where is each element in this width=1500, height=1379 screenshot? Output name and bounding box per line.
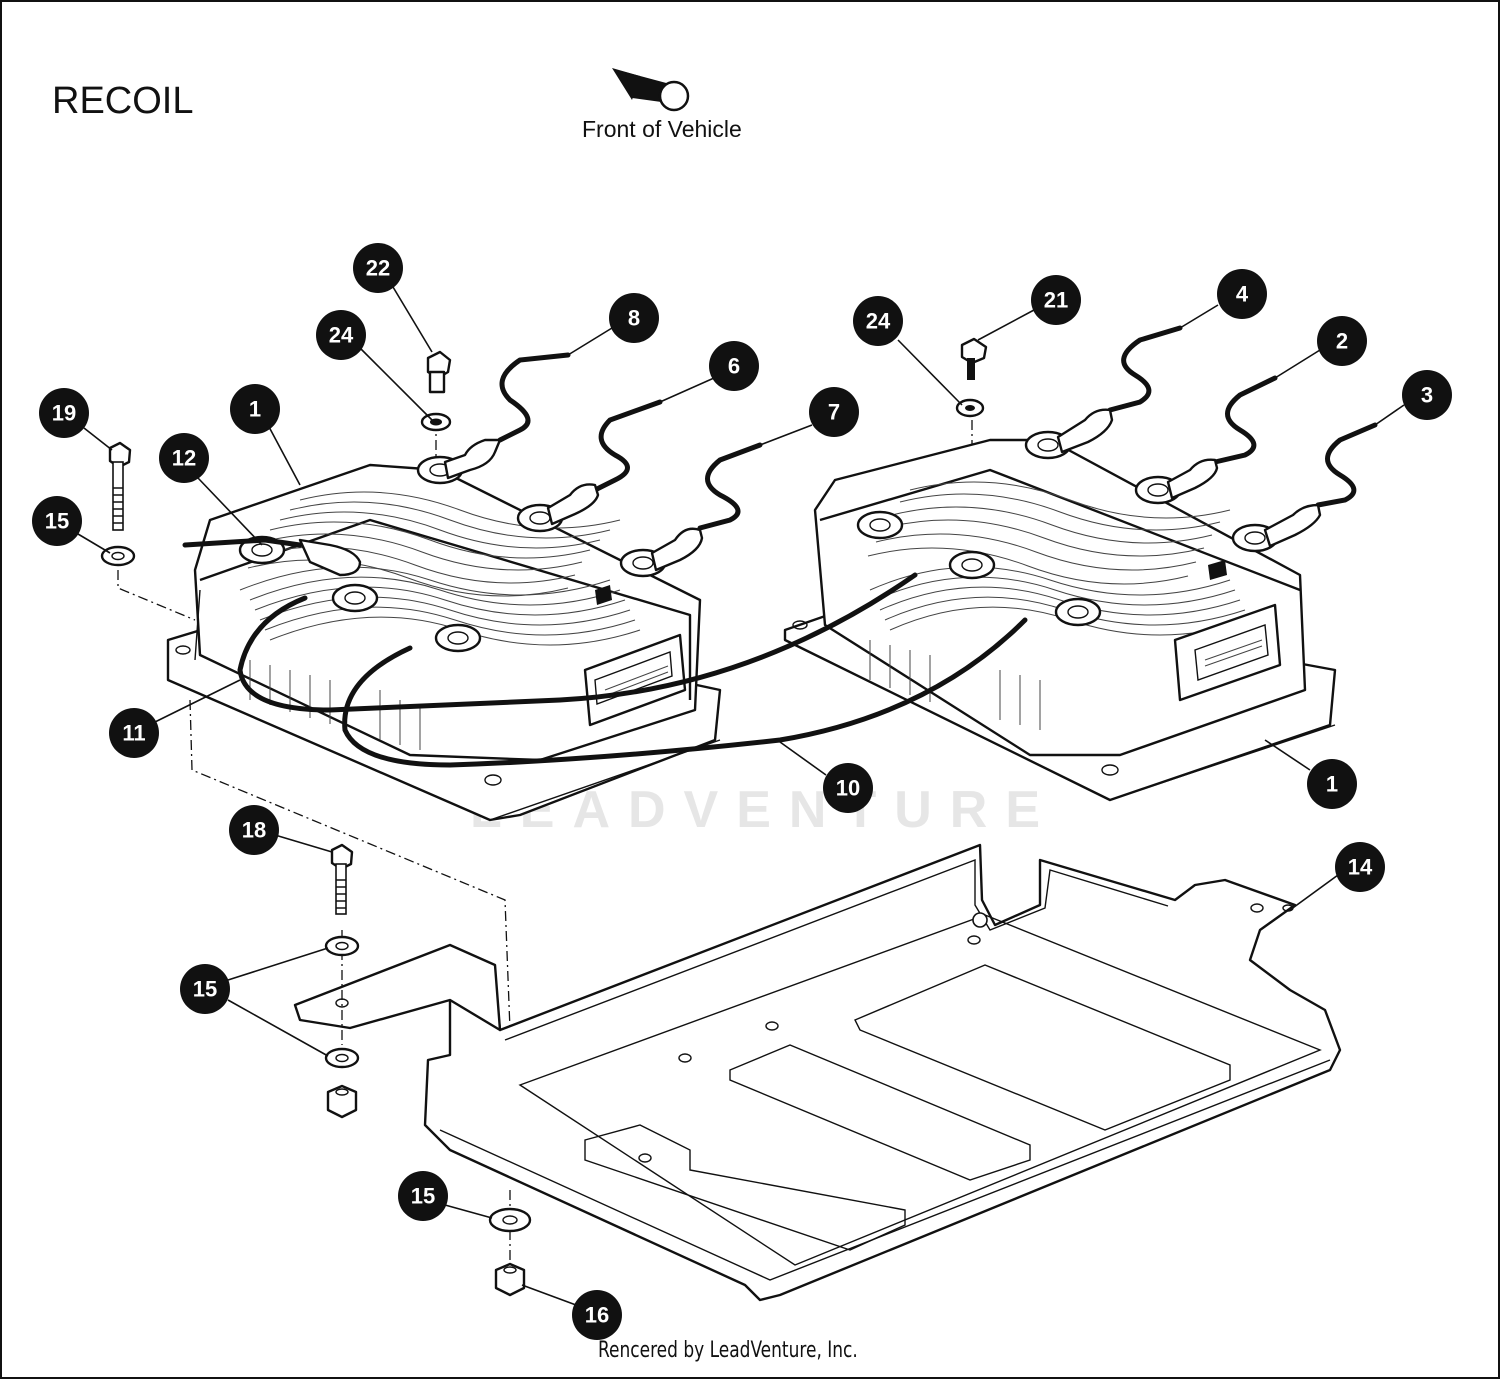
- callout-15-lower: 15: [398, 1171, 448, 1221]
- svg-text:19: 19: [52, 401, 76, 426]
- bolt-19: [108, 441, 132, 531]
- callout-15-upper-left: 15: [32, 496, 82, 546]
- callout-1-right: 1: [1307, 759, 1357, 809]
- svg-text:3: 3: [1421, 383, 1433, 408]
- callout-1-left: 1: [230, 384, 280, 434]
- callout-6: 6: [709, 341, 759, 391]
- washer-24-right: [955, 398, 985, 418]
- callout-11: 11: [109, 708, 159, 758]
- washer-24-left: [420, 412, 452, 432]
- leader-lines: [77, 286, 1405, 1306]
- callout-3: 3: [1402, 370, 1452, 420]
- callout-4: 4: [1217, 269, 1267, 319]
- bolt-21: [960, 337, 988, 380]
- callout-24-right: 24: [853, 296, 903, 346]
- cables: [182, 325, 1378, 768]
- svg-text:22: 22: [366, 256, 390, 281]
- callout-8: 8: [609, 293, 659, 343]
- svg-text:7: 7: [828, 400, 840, 425]
- washer-15-lower: [488, 1207, 532, 1233]
- bolt-18: [330, 843, 354, 915]
- front-arrow-icon: [612, 68, 690, 112]
- callout-15-bracket: 15: [180, 964, 230, 1014]
- callout-18: 18: [229, 805, 279, 855]
- svg-text:2: 2: [1336, 329, 1348, 354]
- svg-text:16: 16: [585, 1303, 609, 1328]
- bolt-22: [426, 350, 452, 394]
- svg-text:14: 14: [1348, 855, 1373, 880]
- callout-7: 7: [809, 387, 859, 437]
- controller-right: [783, 430, 1337, 802]
- nut-bracket: [326, 1084, 358, 1119]
- svg-text:15: 15: [45, 509, 69, 534]
- callout-10: 10: [823, 763, 873, 813]
- svg-text:24: 24: [866, 309, 891, 334]
- callout-16: 16: [572, 1290, 622, 1340]
- svg-text:1: 1: [249, 397, 261, 422]
- callout-2: 2: [1317, 316, 1367, 366]
- svg-text:10: 10: [836, 776, 860, 801]
- callout-22: 22: [353, 243, 403, 293]
- washer-15-bracket-bottom: [324, 1047, 360, 1069]
- svg-text:24: 24: [329, 323, 354, 348]
- nut-16: [494, 1262, 526, 1297]
- mounting-plate: [423, 843, 1342, 1302]
- svg-text:8: 8: [628, 306, 640, 331]
- svg-text:1: 1: [1326, 772, 1338, 797]
- callout-24-left: 24: [316, 310, 366, 360]
- svg-text:6: 6: [728, 354, 740, 379]
- svg-text:4: 4: [1236, 282, 1249, 307]
- washer-15-bracket-top: [324, 935, 360, 957]
- svg-text:12: 12: [172, 446, 196, 471]
- svg-text:21: 21: [1044, 288, 1068, 313]
- callout-19: 19: [39, 388, 89, 438]
- svg-text:15: 15: [193, 977, 217, 1002]
- callout-14: 14: [1335, 842, 1385, 892]
- svg-text:18: 18: [242, 818, 266, 843]
- svg-text:11: 11: [122, 721, 145, 746]
- credit-line: Rencered by LeadVenture, Inc.: [598, 1338, 858, 1363]
- front-of-vehicle-label: Front of Vehicle: [582, 116, 742, 142]
- washer-15-upper-left: [100, 545, 136, 567]
- svg-text:15: 15: [411, 1184, 435, 1209]
- callout-21: 21: [1031, 275, 1081, 325]
- diagram-title: RECOIL: [52, 80, 194, 122]
- callout-12: 12: [159, 433, 209, 483]
